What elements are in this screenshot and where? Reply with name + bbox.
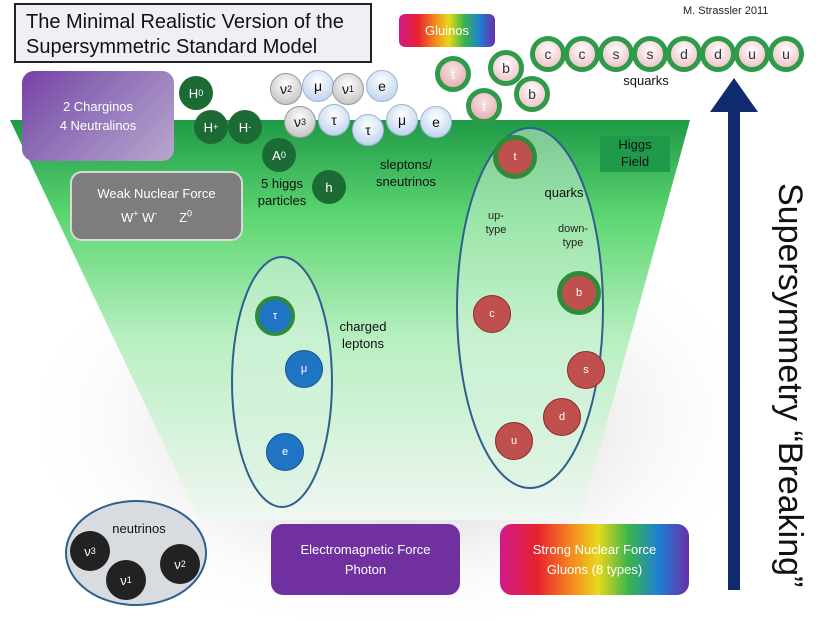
uptype-label: up-type	[485, 210, 507, 236]
squark: u	[734, 36, 770, 72]
weak-force-box: Weak Nuclear Force W+ W- Z0	[70, 171, 243, 241]
title-line2: Supersymmetric Standard Model	[26, 36, 318, 58]
author-credit: M. Strassler 2011	[683, 5, 769, 17]
slepton: e	[366, 70, 398, 102]
downtype-label: down-type	[558, 223, 588, 249]
charginos-label: 2 Charginos	[62, 99, 134, 114]
w-minus: W-	[142, 208, 158, 226]
neutrinos-label: neutrinos	[112, 521, 166, 536]
quark-down: d	[543, 398, 581, 436]
squark: c	[530, 36, 566, 72]
quark-top: t	[493, 135, 537, 179]
quark-up: u	[495, 422, 533, 460]
gluons-label: Gluons (8 types)	[546, 561, 643, 577]
squark-bottom: b	[488, 50, 524, 86]
gluinos-box: Gluinos	[399, 14, 495, 47]
sleptons-label: sleptons/sneutrinos	[376, 157, 436, 189]
z-zero: Z0	[179, 208, 193, 226]
weak-force-label: Weak Nuclear Force	[97, 185, 216, 201]
strong-force-box: Strong Nuclear Force Gluons (8 types)	[500, 524, 689, 595]
em-label: Electromagnetic Force	[300, 541, 431, 557]
higgs-particle: h	[312, 170, 346, 204]
charginos-box: 2 Charginos 4 Neutralinos	[22, 71, 174, 161]
higgs-particle: H+	[194, 110, 228, 144]
supersymmetry-breaking-label: Supersymmetry “Breaking”	[771, 183, 809, 588]
squarks-label: squarks	[623, 73, 669, 88]
photon-label: Photon	[344, 561, 387, 577]
lepton-tau: τ	[255, 296, 295, 336]
quark-bottom: b	[557, 271, 601, 315]
quark-strange: s	[567, 351, 605, 389]
weak-bosons: W+ W- Z0	[121, 204, 192, 228]
higgs-field-line1: Higgs	[618, 137, 652, 152]
arrow-head	[710, 78, 758, 112]
slepton: μ	[302, 70, 334, 102]
squark: s	[598, 36, 634, 72]
w-plus: W+	[120, 208, 139, 226]
squark-bottom: b	[514, 76, 550, 112]
squark: s	[632, 36, 668, 72]
neutralinos-label: 4 Neutralinos	[59, 118, 137, 133]
squark-top: t	[466, 88, 502, 124]
title-box: The Minimal Realistic Version of the Sup…	[14, 3, 372, 63]
slepton: τ	[318, 104, 350, 136]
lepton-electron: e	[266, 433, 304, 471]
title-line1: The Minimal Realistic Version of the	[26, 11, 344, 33]
quark-charm: c	[473, 295, 511, 333]
quarks-label: quarks	[544, 185, 584, 200]
higgs-field-line2: Field	[620, 154, 650, 169]
squark: d	[700, 36, 736, 72]
squark: u	[768, 36, 804, 72]
higgs-particle: H-	[228, 110, 262, 144]
slepton: μ	[386, 104, 418, 136]
strong-label: Strong Nuclear Force	[532, 541, 657, 557]
squark-top: t	[435, 56, 471, 92]
squark: c	[564, 36, 600, 72]
squark: d	[666, 36, 702, 72]
lepton-muon: μ	[285, 350, 323, 388]
slepton: e	[420, 106, 452, 138]
electromagnetic-box: Electromagnetic Force Photon	[271, 524, 460, 595]
slepton: τ	[352, 114, 384, 146]
higgs-field-box: Higgs Field	[600, 136, 670, 172]
